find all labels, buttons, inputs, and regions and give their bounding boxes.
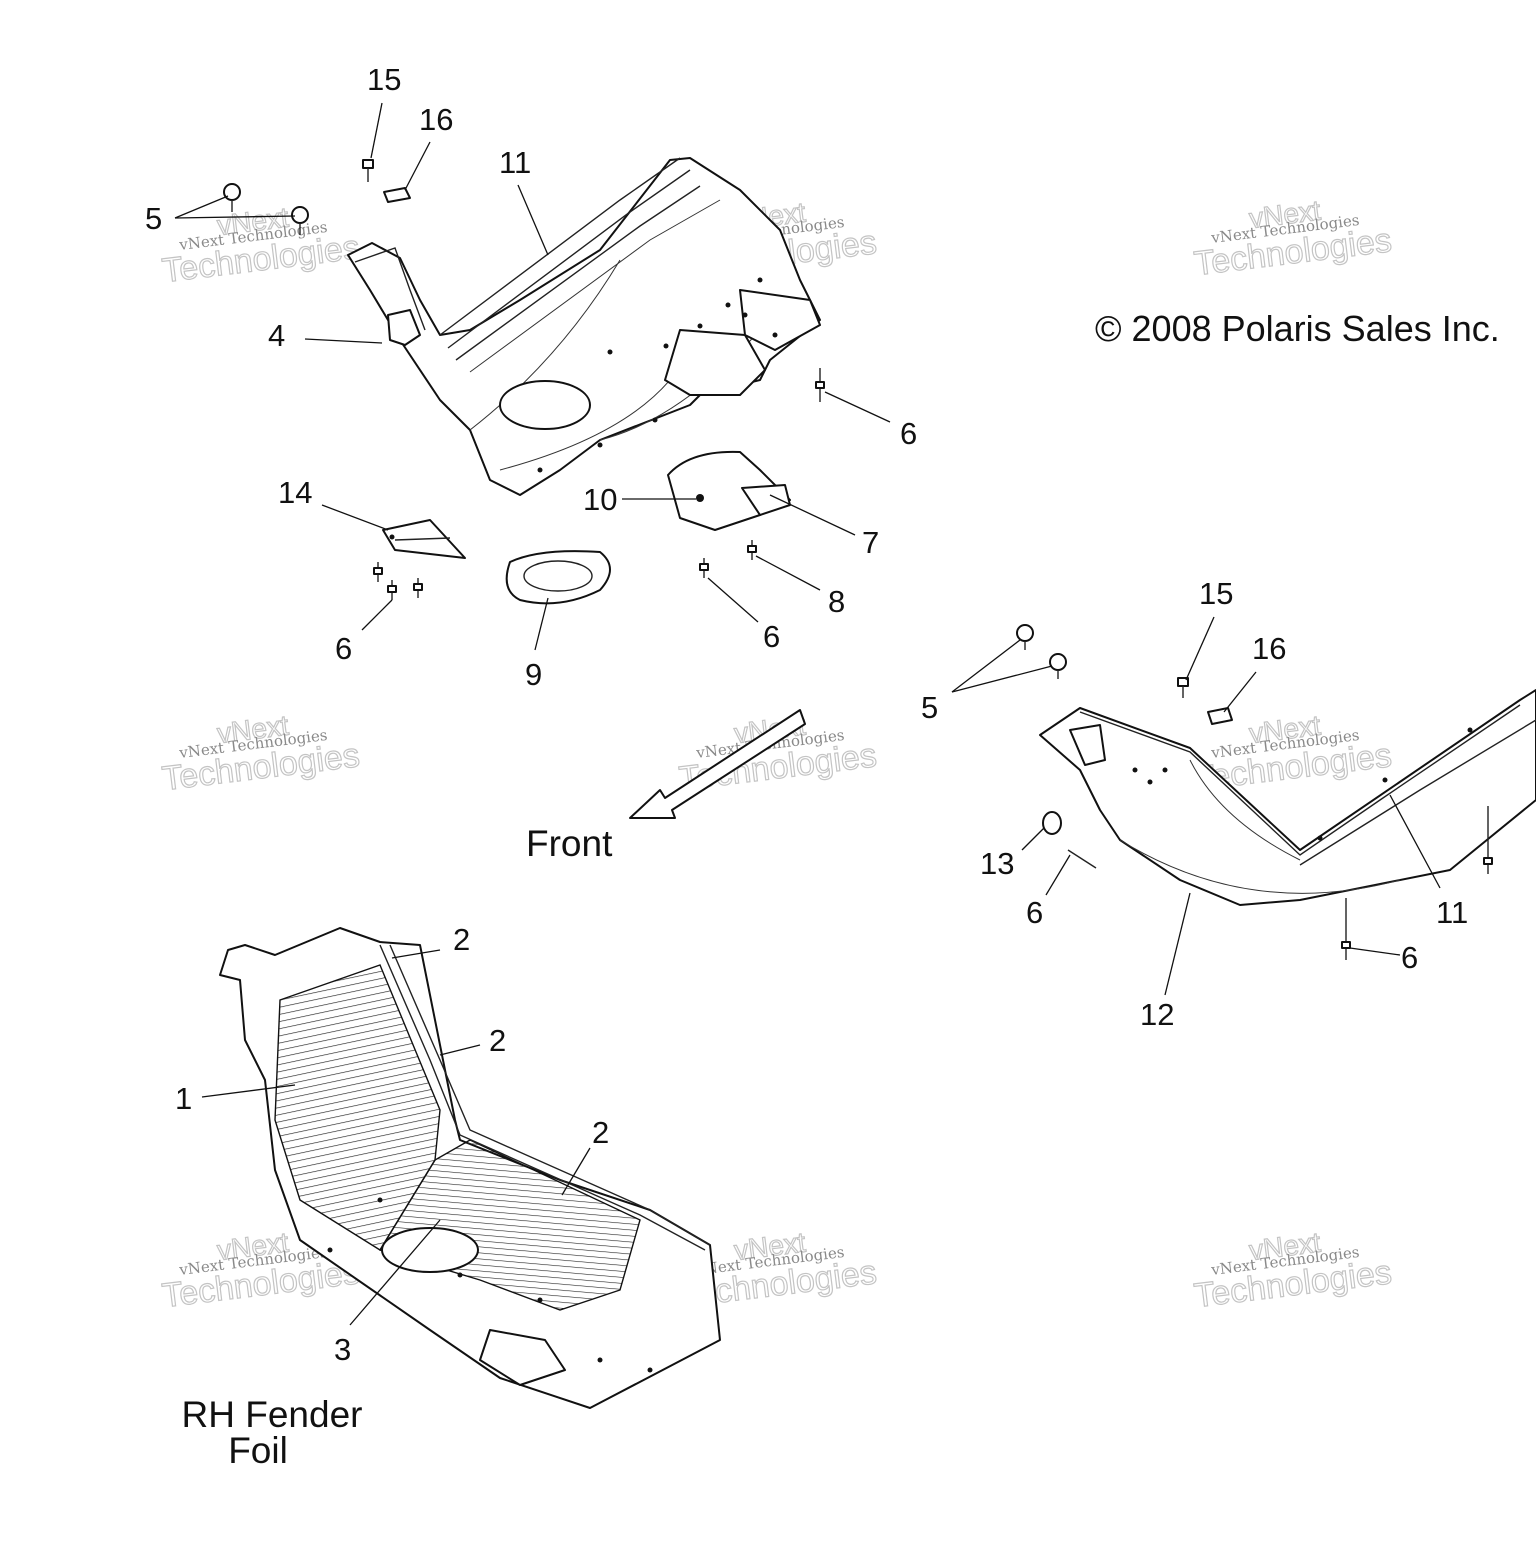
leader-right-6-bottom: [1349, 947, 1401, 956]
rivet-8: [747, 540, 757, 560]
rivet-6-top-right: [815, 368, 825, 402]
leader-top-8: [755, 555, 821, 591]
clip-16-right: [1207, 707, 1233, 725]
leader-foil-2-top: [391, 949, 441, 959]
leader-top-15: [370, 102, 383, 159]
front-label: Front: [526, 823, 613, 864]
rivets-6-bracket: [373, 562, 423, 600]
callout-top-5: 5: [145, 201, 162, 236]
leader-foil-1: [201, 1084, 296, 1098]
watermark-bottom-right: vNext vNext Technologies Technologies: [1192, 1226, 1395, 1316]
callout-right-15: 15: [1199, 576, 1233, 611]
callout-right-13: 13: [980, 846, 1014, 881]
fender-well-assembly-right: [1039, 689, 1536, 906]
callout-top-7: 7: [862, 525, 879, 560]
callout-top-11: 11: [499, 145, 531, 180]
leader-top-7: [769, 494, 856, 536]
callout-top-8: 8: [828, 584, 845, 619]
callout-right-11: 11: [1436, 895, 1468, 930]
callout-top-4: 4: [268, 318, 285, 353]
callout-top-6-mid: 6: [763, 619, 780, 654]
plug-13: [1042, 811, 1062, 835]
front-direction-arrow: [629, 709, 806, 819]
clip-16-top: [383, 187, 411, 203]
fender-well-assembly-top: [347, 157, 821, 496]
leader-top-4: [304, 338, 383, 344]
leader-top-14: [321, 504, 389, 531]
leader-right-13: [1021, 827, 1045, 851]
leader-right-6-left: [1045, 854, 1071, 896]
push-rivet-5-right-b: [1049, 653, 1067, 679]
leader-foil-2-low: [561, 1147, 591, 1196]
leader-lines: [174, 102, 1441, 1326]
leader-right-16: [1223, 671, 1257, 713]
callout-right-12: 12: [1140, 997, 1174, 1032]
leader-top-6-right: [824, 391, 891, 423]
leader-right-11: [1389, 794, 1441, 889]
callout-top-16: 16: [419, 102, 453, 137]
callout-right-6-bottom: 6: [1401, 940, 1418, 975]
leader-top-9: [534, 597, 549, 651]
callout-foil-2-mid: 2: [489, 1023, 506, 1058]
leader-right-12: [1164, 892, 1191, 996]
bracket-14: [382, 519, 466, 559]
callout-top-6-right: 6: [900, 416, 917, 451]
screw-15-right: [1177, 677, 1189, 698]
callout-top-14: 14: [278, 475, 312, 510]
leader-right-5a: [951, 639, 1021, 693]
watermark-mid-left: vNext vNext Technologies Technologies: [160, 709, 363, 799]
leader-foil-3: [349, 1219, 441, 1326]
rivet-6-right-bottom: [1341, 898, 1351, 960]
rh-fender-foil-assembly: [219, 927, 721, 1409]
callout-foil-1: 1: [175, 1081, 192, 1116]
callout-top-9: 9: [525, 657, 542, 692]
push-rivet-5-top-b: [291, 206, 309, 235]
callout-top-10: 10: [583, 482, 617, 517]
callout-top-15: 15: [367, 62, 401, 97]
callout-right-5: 5: [921, 690, 938, 725]
leader-right-5b: [951, 665, 1053, 693]
leader-top-11: [517, 184, 549, 256]
callout-foil-2-low: 2: [592, 1115, 609, 1150]
leader-right-15: [1185, 616, 1215, 681]
rivet-6-right-angled: [1067, 849, 1097, 869]
callout-top-6-left: 6: [335, 631, 352, 666]
leader-top-6-left: [361, 599, 393, 631]
watermark-top-left: vNext vNext Technologies Technologies: [160, 201, 363, 291]
rivet-6-right-edge: [1483, 806, 1493, 874]
callout-foil-2-top: 2: [453, 922, 470, 957]
rh-fender-foil-title-line2: Foil: [228, 1430, 288, 1471]
leader-top-5a: [174, 195, 229, 219]
leader-foil-2-mid: [439, 1044, 481, 1056]
rivet-6-cover: [699, 558, 709, 578]
watermark-top-right: vNext vNext Technologies Technologies: [1192, 194, 1395, 284]
leader-top-6-mid: [707, 577, 759, 623]
callout-foil-3: 3: [334, 1332, 351, 1367]
rh-fender-foil-title-line1: RH Fender: [182, 1394, 363, 1435]
leader-top-5b: [174, 215, 296, 219]
cover-7: [667, 450, 791, 531]
copyright-notice: © 2008 Polaris Sales Inc.: [1095, 308, 1500, 349]
grommet-ring-9: [505, 550, 611, 605]
screw-15-top: [362, 159, 374, 182]
callout-right-6-left: 6: [1026, 895, 1043, 930]
push-rivet-5-right-a: [1016, 624, 1034, 650]
leader-top-16: [404, 141, 431, 191]
callout-right-16: 16: [1252, 631, 1286, 666]
callout-labels: 15 16 5 11 4 6 14 10 7 8 6 6 9 15 16 5 1…: [145, 62, 1468, 1367]
